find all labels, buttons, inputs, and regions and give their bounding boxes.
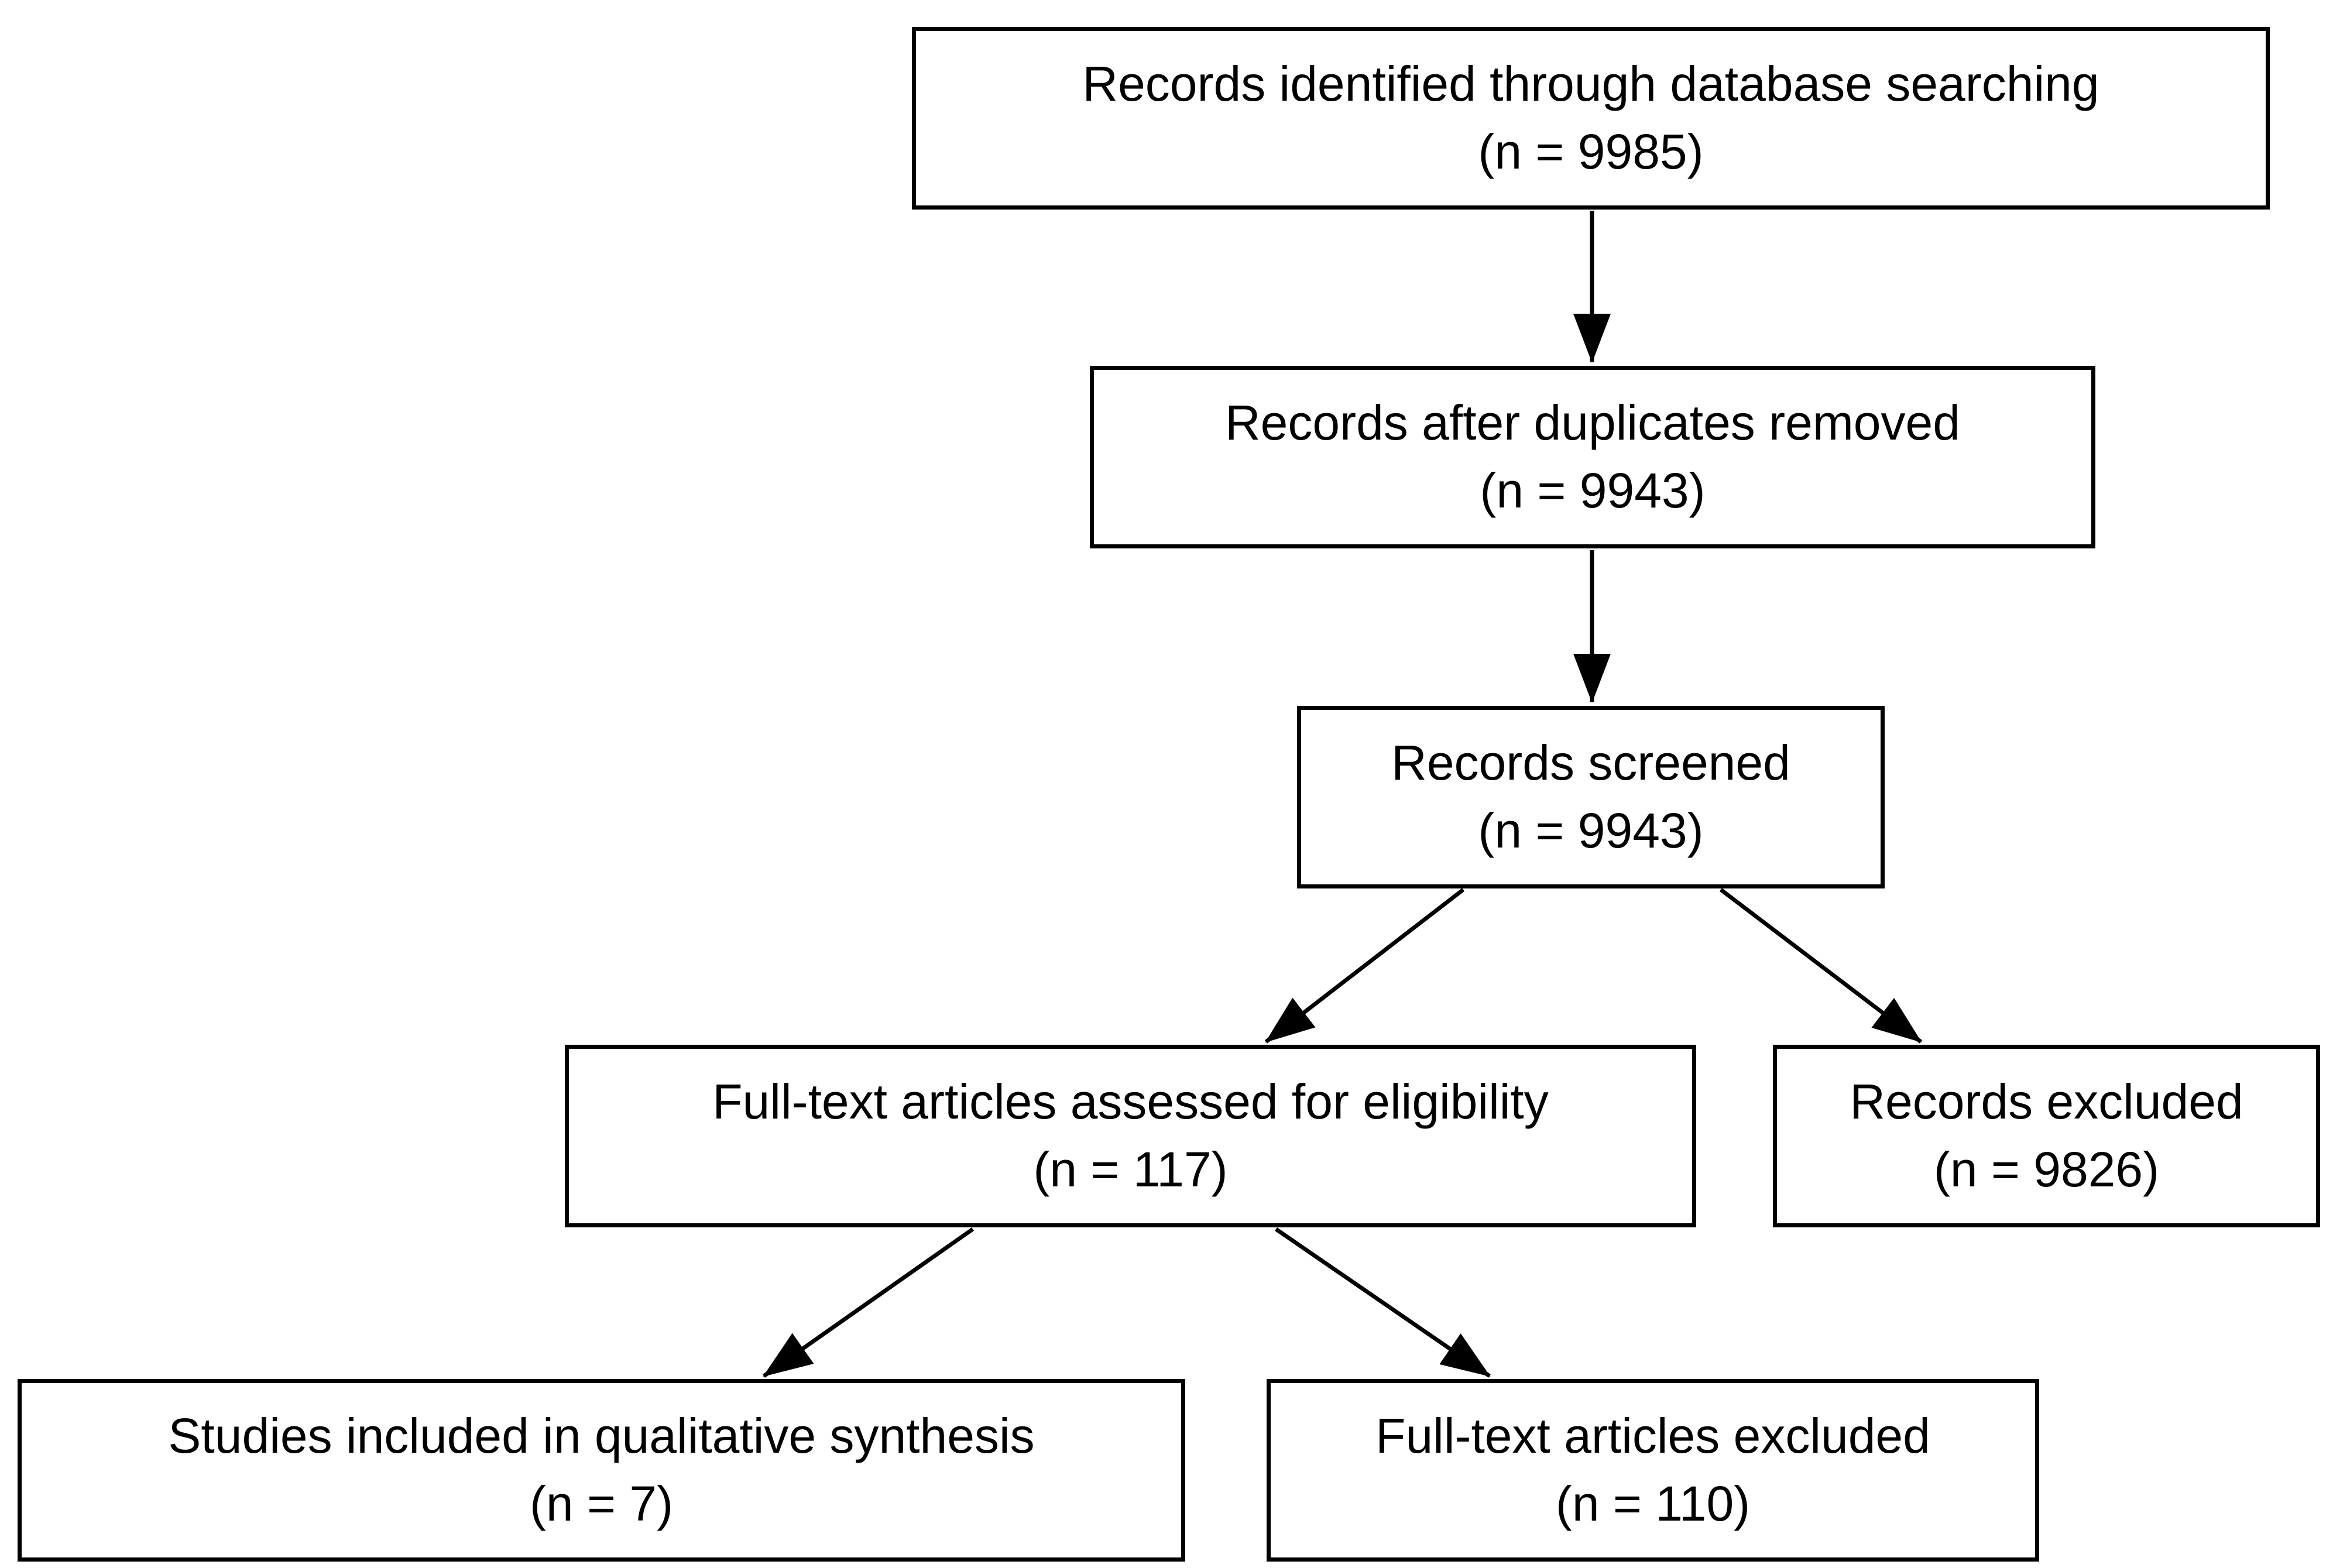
node-label: Full-text articles assessed for eligibil… [712,1074,1549,1130]
node-records-screened: Records screened (n = 9943) [1297,706,1885,888]
node-count: (n = 9985) [1478,124,1704,179]
node-label: Records screened [1391,735,1790,791]
node-label: Records identified through database sear… [1082,56,2099,112]
node-count: (n = 9943) [1478,803,1704,858]
node-count: (n = 117) [1033,1142,1228,1197]
node-count: (n = 7) [529,1476,674,1531]
arrow-fulltext-to-included [762,1227,975,1378]
node-count: (n = 9943) [1480,463,1706,518]
node-label: Studies included in qualitative synthesi… [168,1408,1035,1464]
node-records-identified: Records identified through database sear… [912,27,2270,210]
node-label: Records excluded [1850,1074,2243,1130]
node-fulltext-assessed: Full-text articles assessed for eligibil… [565,1045,1696,1227]
node-records-excluded: Records excluded (n = 9826) [1773,1045,2320,1227]
node-label: Records after duplicates removed [1225,395,1960,451]
arrow-fulltext-to-fulltext-excluded [1275,1227,1491,1378]
node-fulltext-excluded: Full-text articles excluded (n = 110) [1267,1379,2039,1562]
node-label: Full-text articles excluded [1375,1408,1930,1464]
arrow-screened-to-fulltext [1264,888,1465,1044]
node-count: (n = 9826) [1933,1142,2160,1197]
node-count: (n = 110) [1555,1476,1751,1531]
node-studies-included: Studies included in qualitative synthesi… [18,1379,1185,1562]
arrow-screened-to-records-excluded [1719,888,1923,1044]
node-duplicates-removed: Records after duplicates removed (n = 99… [1090,366,2095,548]
